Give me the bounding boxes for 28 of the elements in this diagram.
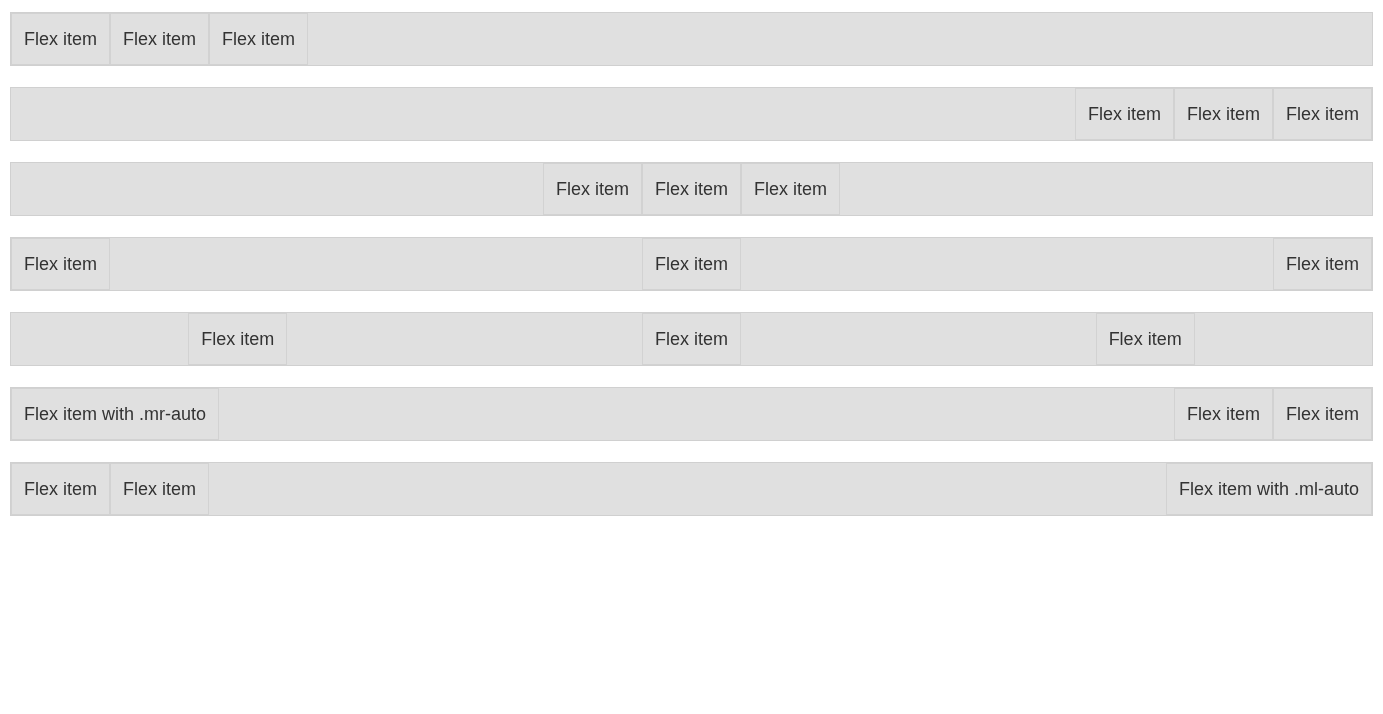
flex-container [10, 237, 1373, 291]
flex-container [10, 462, 1373, 516]
flex-container [10, 312, 1373, 366]
flex-item: Flex item [642, 238, 741, 290]
flex-container [10, 387, 1373, 441]
flex-item: Flex item [642, 163, 741, 215]
flex-item: Flex item with .ml-auto [1165, 463, 1372, 515]
flex-item: Flex item [188, 313, 288, 365]
flex-item: Flex item [542, 163, 642, 215]
flex-container [10, 162, 1373, 216]
flex-item: Flex item [1273, 88, 1372, 140]
flex-container [10, 12, 1373, 66]
flex-item: Flex item [11, 13, 110, 65]
flex-item: Flex item [1095, 313, 1195, 365]
flex-item: Flex item [11, 463, 110, 515]
flex-item: Flex item [209, 13, 309, 65]
flex-item: Flex item [11, 238, 110, 290]
flex-item: Flex item [1173, 388, 1273, 440]
flex-item: Flex item [641, 313, 741, 365]
flex-item: Flex item [1272, 238, 1372, 290]
flex-item: Flex item [1173, 88, 1273, 140]
flex-item: Flex item [110, 463, 210, 515]
flex-item: Flex item [110, 13, 210, 65]
flex-item: Flex item with .mr-auto [11, 388, 220, 440]
flex-item: Flex item [741, 163, 840, 215]
flex-item: Flex item [1273, 388, 1372, 440]
flex-item: Flex item [1074, 88, 1174, 140]
flex-container [10, 87, 1373, 141]
